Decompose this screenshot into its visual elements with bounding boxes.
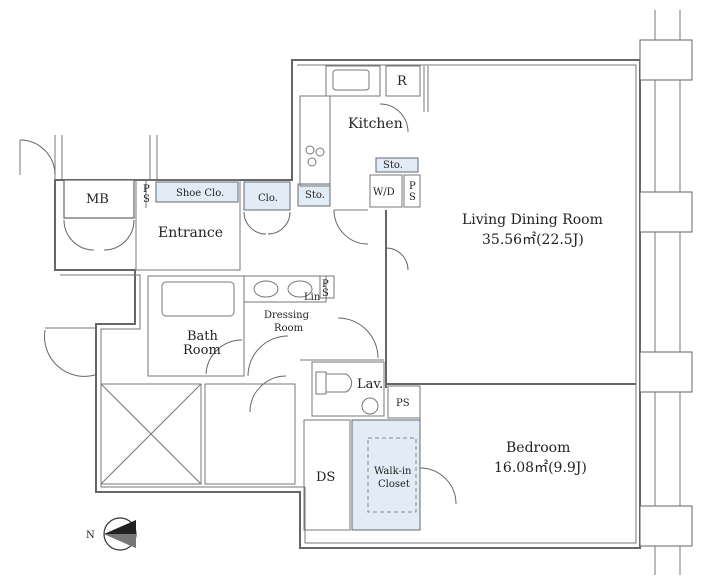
walkin-label-1: Walk-in [374, 466, 412, 477]
mb-label: MB [86, 192, 109, 207]
interior-walls [385, 210, 636, 530]
ps-dressing-s: S [322, 288, 329, 299]
refrigerator-label: R [397, 74, 408, 89]
entrance-label: Entrance [158, 225, 223, 241]
ps-entrance-p: P [143, 184, 150, 195]
shoe-closet-label: Shoe Clo. [176, 188, 224, 199]
dressing-label-1: Dressing [264, 310, 310, 321]
ps-entrance-s: S [143, 194, 150, 205]
ps-bedroom-label: PS [396, 398, 410, 409]
entrance-area [135, 179, 369, 271]
storage-cross [100, 383, 351, 531]
bedroom-label: Bedroom [506, 440, 570, 456]
washer-dryer-label: W/D [373, 187, 395, 198]
ps-dressing-p: P [322, 279, 329, 290]
dressing-label-2: Room [274, 323, 304, 334]
lav-room [311, 361, 385, 417]
corridor-walls [19, 135, 158, 377]
ps-kitchen-s: S [409, 192, 416, 203]
bedroom-area: 16.08㎡(9.9J) [494, 460, 587, 476]
compass-icon: N [86, 517, 137, 551]
linen-label: Lin [304, 292, 321, 303]
closet-label: Clo. [258, 193, 278, 204]
lav-label: Lav. [357, 377, 383, 392]
bath-dressing [147, 275, 384, 413]
living-dining-area: 35.56㎡(22.5J) [482, 232, 584, 248]
living-dining-label: Living Dining Room [462, 212, 603, 228]
storage-label-entrance: Sto. [305, 190, 325, 201]
ps-kitchen-p: P [409, 181, 416, 192]
storage-label-kitchen: Sto. [383, 160, 403, 171]
window-bays [639, 10, 693, 575]
bath-label-1: Bath [187, 329, 219, 344]
kitchen-area [299, 65, 429, 208]
kitchen-label: Kitchen [348, 116, 403, 132]
walkin-closet [351, 419, 457, 531]
walkin-label-2: Closet [378, 479, 410, 490]
bath-label-2: Room [183, 343, 221, 358]
ds-label: DS [316, 470, 335, 485]
compass-north-label: N [86, 530, 95, 541]
mb-room [63, 179, 135, 251]
